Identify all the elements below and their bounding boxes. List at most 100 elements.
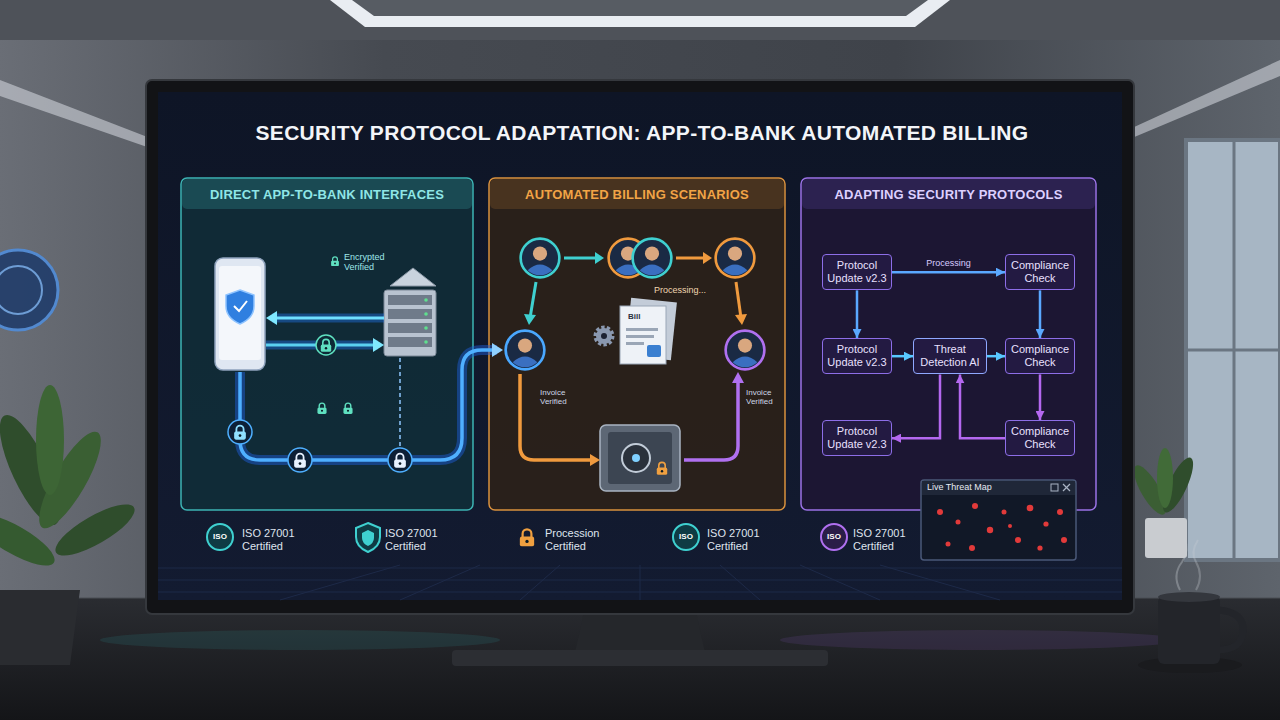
app-bank-illustration <box>384 290 436 356</box>
desk <box>0 598 1280 720</box>
certification-badges <box>207 523 847 552</box>
screen-grid <box>640 565 641 600</box>
app-bank-illustration <box>424 312 428 316</box>
screen-grid <box>880 565 1000 600</box>
box-label: Protocol Update v2.3 <box>826 425 888 451</box>
billing-illustration <box>506 331 545 370</box>
billing-illustration <box>716 239 755 278</box>
certification-badges <box>362 530 374 546</box>
room-background <box>1132 60 1280 138</box>
badge-icon-text: ISO <box>673 532 699 541</box>
section-panel: ADAPTING SECURITY PROTOCOLS Protocol Upda… <box>801 178 1096 510</box>
billing-illustration <box>736 282 741 318</box>
app-bank-illustration <box>234 426 246 440</box>
certification-badges <box>673 524 699 550</box>
app-bank-illustration <box>317 403 326 414</box>
room-background <box>0 80 150 148</box>
app-bank-illustration <box>215 258 265 370</box>
billing-illustration <box>506 239 765 491</box>
billing-illustration <box>530 282 536 318</box>
process-box: Threat Detection AI <box>913 338 987 374</box>
room-background <box>0 250 58 330</box>
app-bank-illustration <box>343 403 352 414</box>
app-bank-illustration <box>394 454 406 468</box>
monitor <box>452 650 828 666</box>
coffee-mug <box>1193 540 1200 590</box>
threat-map-window <box>1063 484 1070 491</box>
certification-badges <box>520 529 534 546</box>
threat-map-window <box>1057 509 1063 515</box>
certification-badges <box>821 524 847 550</box>
app-bank-illustration <box>240 350 497 460</box>
potted-plant <box>0 590 80 665</box>
potted-plant <box>36 385 64 495</box>
billing-illustration <box>726 331 765 370</box>
box-label: Protocol Update v2.3 <box>826 343 888 369</box>
threat-map-window <box>1043 521 1048 526</box>
threat-map-window <box>1063 484 1070 491</box>
billing-illustration <box>596 328 612 344</box>
billing-illustration <box>626 342 644 345</box>
badge-icon-text: ISO <box>207 532 233 541</box>
room-background <box>352 0 928 16</box>
screen-grid <box>280 565 400 600</box>
app-bank-illustration <box>240 350 497 460</box>
panel-frames <box>489 178 785 510</box>
section-panel: AUTOMATED BILLING SCENARIOS <box>489 178 785 510</box>
app-bank-illustration <box>266 311 277 325</box>
coffee-mug <box>1138 538 1243 673</box>
threat-map-window <box>922 481 1075 495</box>
monitor <box>158 92 1122 600</box>
threat-map-window <box>1027 505 1034 512</box>
coffee-mug <box>1158 592 1220 602</box>
app-bank-illustration <box>424 340 428 344</box>
app-bank-illustration <box>234 301 247 311</box>
billing-illustration <box>626 328 658 331</box>
threat-map-window <box>937 509 943 515</box>
connector-arrow <box>892 374 940 438</box>
panel-heading: ADAPTING SECURITY PROTOCOLS <box>801 187 1096 203</box>
process-box: Compliance Check <box>1005 338 1075 374</box>
app-bank-illustration <box>424 326 428 330</box>
billing-illustration <box>633 239 672 278</box>
screen-grid <box>800 565 880 600</box>
billing-illustration <box>608 432 672 484</box>
small-plant <box>1145 518 1187 558</box>
room-background <box>0 0 1280 40</box>
connector-arrow <box>1039 290 1042 338</box>
threat-map-window <box>1061 537 1067 543</box>
threat-map-window <box>1002 510 1007 515</box>
app-bank-illustration <box>388 323 432 333</box>
badge-label: ISO 27001 Certified <box>853 527 919 552</box>
coffee-mug <box>1176 538 1186 590</box>
panel-frames <box>182 179 472 209</box>
threat-map-window <box>969 545 975 551</box>
billing-illustration <box>595 252 604 264</box>
connector-arrow <box>1039 374 1042 420</box>
app-bank-illustration <box>492 343 503 357</box>
status-note: Invoice Verified <box>746 388 782 406</box>
billing-illustration <box>590 454 600 466</box>
panel-frames <box>801 178 1096 510</box>
box-label: Compliance Check <box>1009 425 1071 451</box>
billing-illustration <box>600 425 680 491</box>
certification-badges <box>207 524 233 550</box>
app-bank-illustration <box>424 298 428 302</box>
diagram-title: SECURITY PROTOCOL ADAPTATION: APP-TO-BAN… <box>160 121 1124 145</box>
billing-illustration <box>620 306 666 364</box>
connector-arrow <box>960 374 1005 438</box>
process-box: Protocol Update v2.3 <box>822 338 892 374</box>
billing-illustration <box>657 462 667 474</box>
billing-illustration <box>521 239 560 278</box>
threat-map-window <box>921 480 1076 560</box>
billing-illustration <box>564 257 598 260</box>
threat-map-window <box>937 503 1067 551</box>
room-background <box>0 266 42 314</box>
map-window: Live Threat Map <box>921 480 1076 560</box>
certification-badges <box>356 523 380 552</box>
room-background <box>1186 140 1280 560</box>
section-panel: DIRECT APP-TO-BANK INTERFACES <box>181 178 473 510</box>
